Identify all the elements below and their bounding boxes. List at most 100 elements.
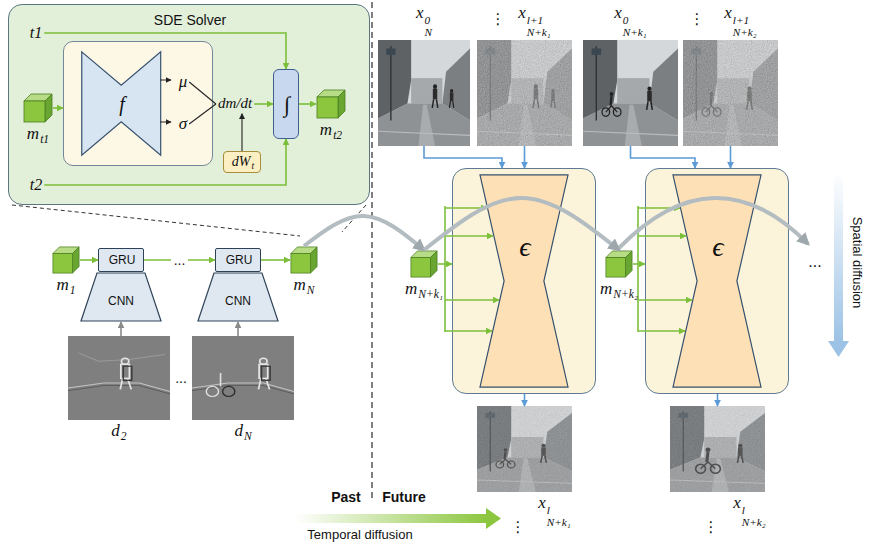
subscript: t1 (40, 133, 49, 146)
time-arrow (44, 139, 286, 185)
unet-hourglass (646, 169, 788, 393)
input-arrow (120, 322, 122, 336)
scene-picture (192, 336, 294, 420)
scene-picture (477, 40, 572, 146)
panel-title: SDE Solver (154, 12, 226, 28)
mean-symbol: μ (179, 72, 188, 92)
script-stack: N+k₁l (547, 505, 571, 529)
time-label: t1 (30, 24, 42, 42)
script-stack: N+k₁0 (623, 15, 647, 39)
condition-arrow (638, 235, 686, 237)
math-base: x (724, 3, 732, 22)
output-arrow (160, 122, 171, 123)
gru-label: GRU (109, 254, 136, 268)
gru-label: GRU (226, 254, 253, 268)
axis-label: Temporal diffusion (307, 528, 412, 543)
subscript: N+k₁ (418, 288, 443, 301)
noise-overlay (683, 40, 778, 146)
math-base: d (234, 421, 243, 440)
noise-overlay (477, 40, 572, 146)
network-hourglass (82, 52, 161, 155)
unet-hourglass (673, 175, 761, 387)
recurrence-arc (304, 216, 424, 250)
zoom-line (12, 205, 300, 236)
subscript: N (244, 430, 252, 443)
math-base: d (111, 421, 120, 440)
cnn-trapezoid: CNN (80, 272, 162, 322)
noisy-frame: xN+k₁l+1 (477, 40, 572, 146)
derivative-term: dm/dt (216, 94, 254, 113)
latent-cube: mt2 (316, 89, 346, 119)
flow-arrow (261, 259, 290, 261)
superscript: 0 (623, 15, 647, 27)
math-base: m (294, 275, 306, 294)
merge-line (189, 104, 216, 124)
spatial-arrow-head (828, 341, 849, 357)
cube-icon (316, 89, 346, 119)
condition-arrow (445, 299, 499, 301)
noise-arrow (241, 114, 242, 151)
scene-picture (378, 40, 470, 146)
ellipsis: ... (808, 253, 821, 271)
section-label: Future (382, 489, 426, 505)
flow-arrow (53, 107, 63, 109)
image-arrow (524, 394, 526, 406)
noise-symbol: ϵ (519, 231, 530, 263)
cube-icon (23, 93, 53, 123)
math-base: x (614, 3, 622, 22)
image-label: xN0 (416, 3, 432, 39)
scene-picture (477, 406, 572, 492)
subscript: N (307, 284, 315, 297)
noisy-frame: xN+k₂l+1 (683, 40, 778, 146)
cube-icon (24, 94, 52, 122)
script-stack: N+k₂l+1 (733, 15, 757, 39)
condition-arrow (638, 299, 692, 301)
scene-picture (683, 40, 778, 146)
scene-picture (378, 40, 470, 146)
unet-hourglass (480, 175, 568, 387)
condition-arrow (438, 263, 452, 265)
scene-picture (68, 336, 170, 420)
wiener-box: dWt (223, 151, 261, 173)
cube-icon (291, 247, 317, 273)
image-arrow (524, 146, 526, 168)
noise-overlay (477, 406, 572, 492)
image-label: xN+k₁l (538, 493, 570, 529)
time-label: t2 (30, 176, 42, 194)
network-symbol: f (119, 93, 125, 116)
image-arrow (717, 394, 719, 406)
temporal-arrow-head (486, 508, 501, 529)
predicted-frame: xN+k₁l (477, 406, 572, 492)
gru-box: GRU (215, 248, 261, 272)
unet-hourglass (453, 169, 595, 393)
condition-arrow (638, 330, 685, 332)
condition-arrow (638, 207, 680, 209)
recurrence-arc (619, 198, 808, 248)
math-base: x (733, 493, 741, 512)
vertical-ellipsis: ⋮ (511, 519, 526, 536)
gru-box: GRU (98, 248, 144, 272)
latent-cube: m1 (52, 246, 80, 274)
vertical-ellipsis: ⋮ (704, 519, 719, 536)
script-stack: N+k₁l+1 (527, 15, 551, 39)
subscript: N+k₂ (733, 27, 757, 39)
latent-cube: mN (290, 246, 318, 274)
spatial-arrow-shaft (834, 172, 843, 342)
cnn-trapezoid: CNN (197, 272, 279, 322)
superscript: 0 (425, 15, 432, 27)
math-base: m (56, 275, 68, 294)
image-label: xN+k₁l+1 (518, 3, 550, 39)
cube-icon (317, 90, 345, 118)
image-arrow (730, 146, 732, 168)
subscript: N+k₁ (623, 27, 647, 39)
condition-arrow (445, 330, 492, 332)
subscript: t (252, 161, 255, 172)
latent-label: mt2 (320, 120, 342, 142)
image-arrow (424, 146, 502, 168)
vertical-ellipsis: ⋮ (690, 11, 705, 28)
math-base: m (600, 279, 612, 298)
image-label: d2 (111, 421, 126, 443)
image-label: xN+k₂l (733, 493, 765, 529)
